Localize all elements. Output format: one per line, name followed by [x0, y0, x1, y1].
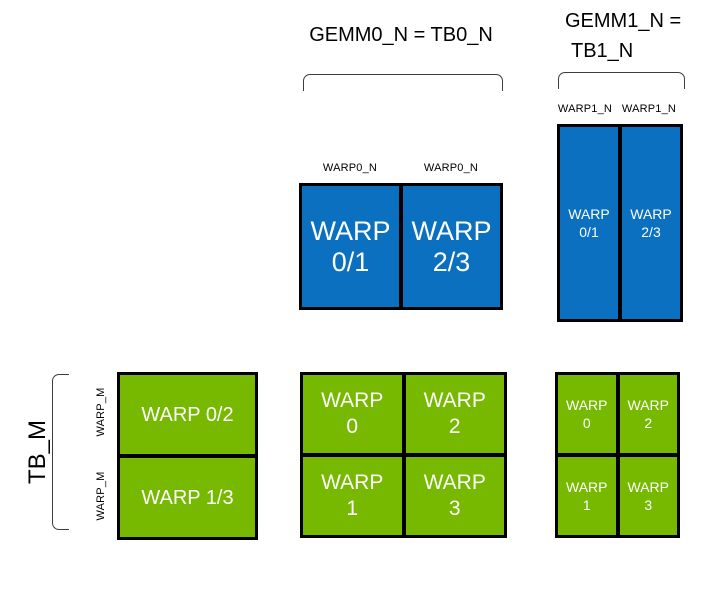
gemm1-n-title: GEMM1_N = TB1_N — [565, 10, 705, 63]
warp-01-cell: WARP 0/1 — [302, 186, 399, 307]
gemm1-accumulator-grid: WARP 0/1 WARP 2/3 — [557, 124, 683, 322]
warp-3-cell: WARP 3 — [405, 457, 504, 535]
tb-m-bracket — [52, 374, 69, 530]
gemm1-warp-grid: WARP 0 WARP 2 WARP 1 WARP 3 — [555, 372, 680, 538]
warp-cell-line2: 2 — [644, 415, 653, 431]
warp-cell-line1: WARP — [566, 397, 608, 413]
warp-0-cell: WARP 0 — [303, 375, 402, 453]
warp-02-cell: WARP 0/2 — [120, 375, 255, 454]
warp-01-cell: WARP 0/1 — [560, 127, 618, 319]
warp-cell-line2: 0 — [346, 415, 359, 438]
warp-23-cell: WARP 2/3 — [622, 127, 680, 319]
gemm0-warp-grid: WARP 0 WARP 2 WARP 1 WARP 3 — [300, 372, 507, 538]
tb-row-grid: WARP 0/2 WARP 1/3 — [117, 372, 258, 540]
warp-2-cell: WARP 2 — [619, 375, 677, 453]
tb-m-label: TB_M — [24, 420, 51, 485]
warp-cell-label: WARP 1/3 — [141, 486, 234, 509]
warp-cell-line2: 2/3 — [641, 224, 661, 240]
warp-cell-line2: 0/1 — [331, 246, 370, 277]
gemm0-n-bracket — [303, 74, 503, 91]
warp-1-cell: WARP 1 — [558, 457, 616, 535]
warp-cell-line1: WARP — [627, 479, 669, 495]
gemm1-n-title-line1: GEMM1_N = — [565, 10, 682, 32]
warp-cell-line1: WARP — [321, 471, 384, 494]
warp-cell-line1: WARP — [423, 471, 486, 494]
warp-cell-line2: 3 — [644, 497, 653, 513]
warp-m-label: WARP_M — [95, 471, 107, 521]
warp-cell-line2: 2 — [448, 415, 461, 438]
warp-cell-line2: 1 — [346, 497, 359, 520]
warp-cell-line1: WARP — [321, 389, 384, 412]
warp-cell-line1: WARP — [630, 206, 672, 222]
warp-0-cell: WARP 0 — [558, 375, 616, 453]
gemm0-n-title: GEMM0_N = TB0_N — [309, 24, 493, 46]
warp-cell-line1: WARP — [423, 389, 486, 412]
warp-1-cell: WARP 1 — [303, 457, 402, 535]
warp-2-cell: WARP 2 — [405, 375, 504, 453]
warp-cell-line1: WARP — [566, 479, 608, 495]
warp-cell-line2: 1 — [582, 497, 591, 513]
warp-cell-label: WARP 0/2 — [141, 403, 234, 426]
warp1-n-label: WARP1_N — [621, 103, 677, 115]
gemm1-n-bracket — [558, 72, 685, 89]
warp0-n-label: WARP0_N — [322, 162, 378, 174]
warp-13-cell: WARP 1/3 — [120, 458, 255, 537]
gemm1-n-title-line2: TB1_N — [571, 40, 634, 62]
warp-cell-line1: WARP — [310, 215, 391, 246]
warp-cell-line2: 0 — [582, 415, 591, 431]
warp-cell-line2: 0/1 — [579, 224, 599, 240]
warp-cell-line1: WARP — [627, 397, 669, 413]
warp-23-cell: WARP 2/3 — [403, 186, 500, 307]
warp1-n-label: WARP1_N — [557, 103, 613, 115]
warp-cell-line2: 3 — [448, 497, 461, 520]
warp-m-label: WARP_M — [95, 387, 107, 437]
warp-3-cell: WARP 3 — [619, 457, 677, 535]
warp-cell-line1: WARP — [568, 206, 610, 222]
warp-cell-line1: WARP — [411, 215, 492, 246]
gemm0-accumulator-grid: WARP 0/1 WARP 2/3 — [299, 183, 503, 310]
warp0-n-label: WARP0_N — [423, 162, 479, 174]
warp-cell-line2: 2/3 — [432, 246, 471, 277]
